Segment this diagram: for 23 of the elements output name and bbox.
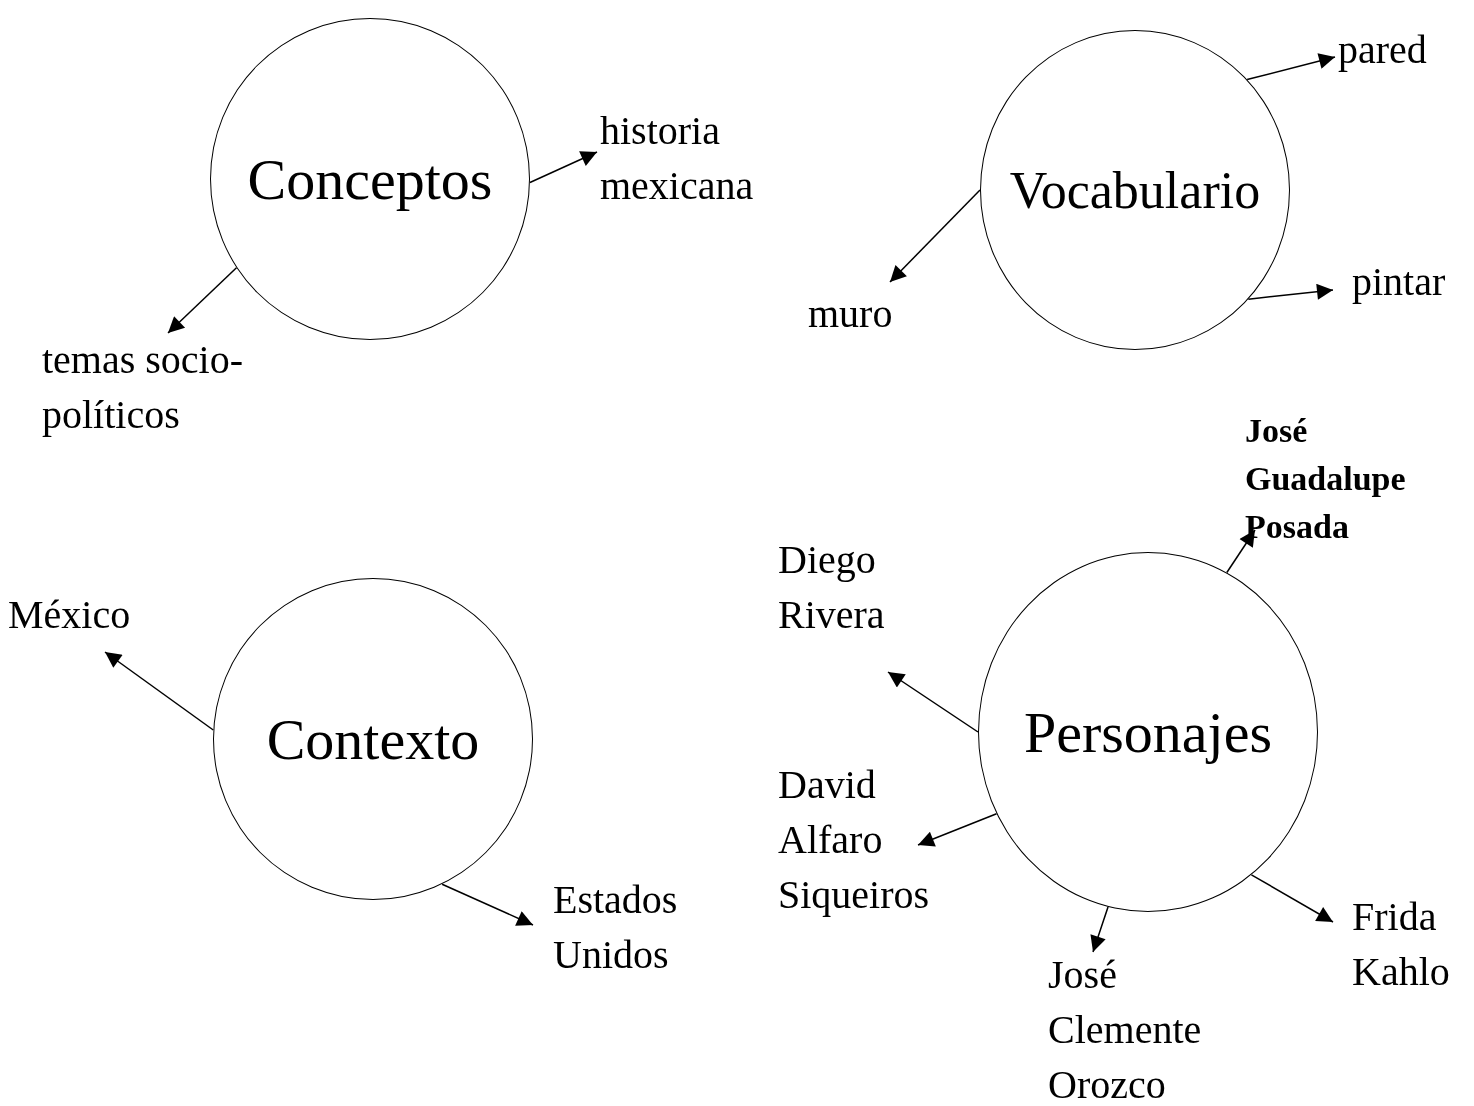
- term-label: historia mexicana: [600, 103, 800, 213]
- arrow: [441, 883, 534, 926]
- arrow: [917, 813, 998, 847]
- arrow: [1250, 874, 1334, 923]
- arrow: [889, 189, 981, 283]
- arrow: [1090, 906, 1109, 953]
- term-label: Diego Rivera: [778, 532, 928, 642]
- arrow: [167, 266, 238, 334]
- term-label: Estados Unidos: [553, 872, 723, 982]
- term-label: muro: [808, 286, 928, 341]
- term-label: José Guadalupe Posada: [1245, 407, 1460, 551]
- arrow: [104, 651, 214, 731]
- term-label: José Clemente Orozco: [1048, 947, 1248, 1106]
- term-label: México: [8, 587, 188, 642]
- term-label: David Alfaro Siqueiros: [778, 757, 978, 922]
- arrow: [887, 671, 979, 733]
- arrow: [1246, 53, 1336, 81]
- arrow: [1226, 529, 1256, 574]
- term-label: pared: [1338, 22, 1458, 77]
- term-label: pintar: [1352, 254, 1472, 309]
- term-label: Frida Kahlo: [1352, 889, 1472, 999]
- arrow: [1247, 283, 1334, 300]
- arrow: [529, 151, 598, 184]
